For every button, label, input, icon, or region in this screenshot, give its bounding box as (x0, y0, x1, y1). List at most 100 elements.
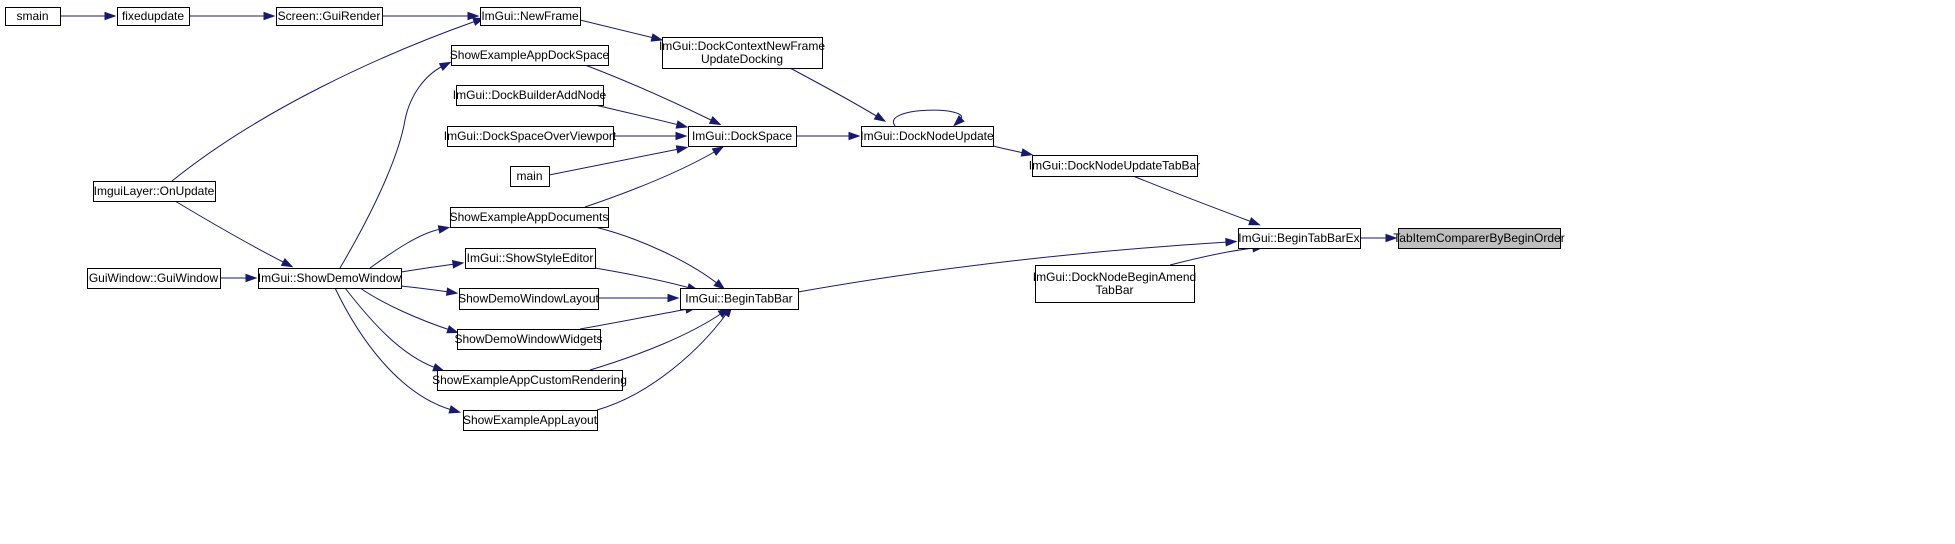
edge-demo_window-to-style_editor (400, 260, 465, 273)
node-box (457, 329, 601, 350)
edge-docknode_tabbar-to-begin_tabbar_ex (1132, 175, 1261, 226)
node-label: ShowExampleAppDocuments (450, 210, 609, 224)
edge-docknode_update-to-docknode_update (892, 109, 965, 127)
arrowhead (848, 131, 861, 141)
arrowhead (445, 287, 459, 296)
node-custom-render[interactable]: ShowExampleAppCustomRendering (432, 370, 627, 391)
edge-line (797, 241, 1229, 293)
node-builder-addnode[interactable]: ImGui::DockBuilderAddNode (453, 85, 607, 106)
edge-line (594, 104, 680, 126)
node-label: ImGui::BeginTabBar (685, 292, 792, 306)
edges-layer (60, 11, 1398, 414)
node-demo-widgets[interactable]: ShowDemoWindowWidgets (454, 329, 603, 350)
node-box (480, 7, 581, 26)
edge-begin_tabbar-to-begin_tabbar_ex (797, 237, 1238, 293)
edge-dockspace-to-docknode_update (796, 131, 861, 141)
node-app-dockspace[interactable]: ShowExampleAppDockSpace (450, 45, 610, 66)
arrowhead (1225, 237, 1238, 247)
edge-line (400, 285, 450, 293)
node-label: ImGui::DockNodeBeginAmend (1033, 270, 1196, 284)
edge-line (359, 287, 451, 331)
edge-line (1169, 247, 1256, 266)
node-begin-tabbar[interactable]: ImGui::BeginTabBar (680, 288, 799, 310)
node-app-layout[interactable]: ShowExampleAppLayout (463, 410, 598, 431)
node-label: GuiWindow::GuiWindow (89, 271, 219, 285)
arrowhead (1020, 148, 1034, 157)
node-main[interactable]: main (510, 166, 550, 187)
edge-demo_window-to-app_layout (334, 287, 462, 414)
node-demo-layout[interactable]: ShowDemoWindowLayout (458, 288, 600, 310)
edge-app_documents-to-begin_tabbar (594, 226, 726, 290)
node-smain[interactable]: smain (5, 7, 61, 26)
edge-docknode_update-to-docknode_tabbar (992, 145, 1034, 157)
node-label: smain (16, 9, 48, 23)
node-gui-render[interactable]: Screen::GuiRender (276, 7, 383, 26)
edge-gui_render-to-new_frame (382, 11, 480, 21)
edge-line (334, 287, 453, 411)
node-box (451, 45, 609, 66)
node-demo-window[interactable]: ImGui::ShowDemoWindow (258, 268, 402, 289)
arrowhead (953, 115, 965, 127)
node-dockspace[interactable]: ImGui::DockSpace (688, 126, 797, 147)
node-docknode-tabbar[interactable]: ImGui::DockNodeUpdateTabBar (1029, 155, 1200, 177)
node-label: ImGui::DockNodeUpdateTabBar (1029, 159, 1200, 173)
node-box (1398, 228, 1561, 249)
edge-demo_window-to-app_documents (369, 225, 451, 269)
node-label: ImGui::DockSpace (692, 129, 792, 143)
edge-line (992, 145, 1025, 154)
edge-smain-to-fixedupdate (60, 11, 117, 21)
edge-line (174, 200, 286, 264)
node-box (463, 410, 598, 431)
edge-line (596, 312, 728, 411)
node-label: ImGui::DockNodeUpdate (860, 129, 994, 143)
edge-line (171, 20, 477, 182)
edge-line (589, 312, 723, 371)
node-begin-tabbar-ex[interactable]: ImGui::BeginTabBarEx (1238, 228, 1361, 249)
node-label: ImGui::DockBuilderAddNode (453, 88, 607, 102)
edge-line (369, 228, 442, 269)
node-label: ShowDemoWindowWidgets (454, 332, 602, 346)
node-label: main (516, 169, 542, 183)
node-box (87, 268, 221, 289)
edge-line (339, 65, 444, 269)
arrowhead (713, 279, 726, 290)
node-app-documents[interactable]: ShowExampleAppDocuments (450, 207, 609, 228)
node-docknode-update[interactable]: ImGui::DockNodeUpdate (860, 126, 994, 147)
arrowhead (432, 363, 445, 372)
node-box (465, 248, 596, 269)
node-imgui-layer[interactable]: ImguiLayer::OnUpdate (93, 181, 216, 202)
arrowhead (245, 273, 258, 283)
edge-demo_window-to-demo_layout (400, 285, 459, 296)
node-box (276, 7, 383, 26)
arrowhead (448, 405, 462, 414)
arrowhead (451, 260, 465, 269)
node-new-frame[interactable]: ImGui::NewFrame (480, 7, 581, 26)
edge-demo_layout-to-begin_tabbar (598, 293, 680, 303)
arrowhead (1248, 217, 1261, 226)
arrowhead (873, 112, 887, 122)
edge-style_editor-to-begin_tabbar (594, 267, 700, 292)
node-style-editor[interactable]: ImGui::ShowStyleEditor (465, 248, 596, 269)
edge-line (400, 263, 456, 273)
node-label: ShowDemoWindowLayout (458, 292, 599, 306)
edge-demo_window-to-app_dockspace (339, 61, 452, 269)
node-comparer[interactable]: TabItemComparerByBeginOrder (1393, 228, 1565, 249)
arrowhead (675, 131, 688, 141)
node-dockspace-overvp[interactable]: ImGui::DockSpaceOverViewport (444, 126, 617, 147)
node-label: ShowExampleAppLayout (463, 413, 598, 427)
node-box (680, 288, 799, 310)
edge-dockspace_overvp-to-dockspace (613, 131, 688, 141)
node-fixedupdate[interactable]: fixedupdate (117, 7, 190, 26)
edge-gui_window-to-demo_window (220, 273, 258, 283)
edge-line (579, 19, 655, 39)
node-box (437, 370, 623, 391)
node-gui-window[interactable]: GuiWindow::GuiWindow (87, 268, 221, 289)
node-box (459, 288, 599, 310)
edge-line (548, 148, 680, 176)
edge-line (594, 267, 691, 289)
node-label: ShowExampleAppCustomRendering (432, 373, 627, 387)
